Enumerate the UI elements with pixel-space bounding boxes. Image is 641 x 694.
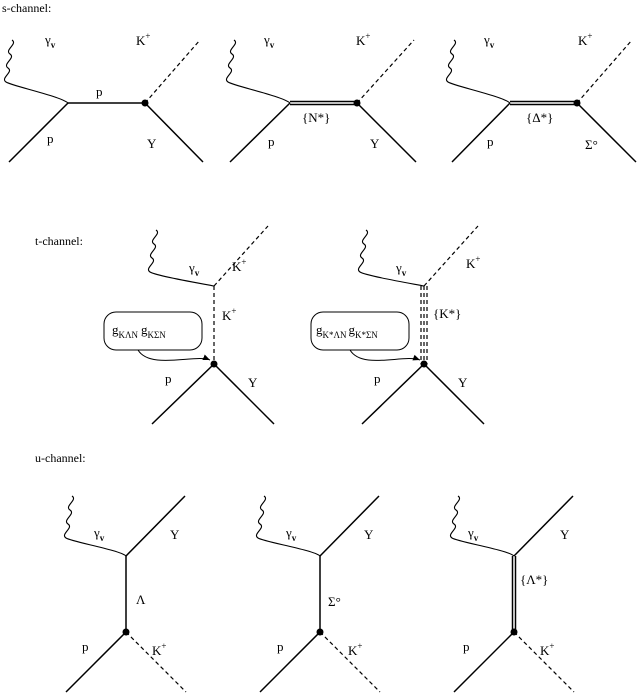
photon-line (226, 39, 291, 104)
kaon-line (319, 631, 381, 693)
coupling-box (310, 311, 410, 351)
proton-line (229, 102, 291, 163)
proton-label: p (47, 131, 54, 146)
photon-line (148, 229, 215, 287)
u-channel-diagram-1: γv Y Λ p K+ (64, 495, 187, 693)
proton-label: p (487, 134, 494, 149)
photon-line (446, 39, 511, 104)
kaon-label: K+ (232, 257, 246, 274)
vertex-dot (316, 628, 324, 636)
s-channel-label: s-channel: (2, 1, 51, 15)
proton-line (451, 102, 511, 163)
hyperon-line (144, 102, 204, 163)
proton-propagator-label: p (96, 84, 103, 99)
kaon-line (513, 631, 575, 693)
kaon-label: K+ (348, 641, 362, 658)
s-channel-diagram-3: γv K+ {Δ*} p Σ° (446, 31, 637, 163)
gamma-label: γv (263, 32, 275, 50)
proton-label: p (82, 639, 89, 654)
kaon-line-outgoing (213, 225, 269, 287)
hyperon-line (356, 102, 417, 163)
hyperon-label: Y (364, 527, 374, 542)
kaon-label: K+ (356, 31, 370, 48)
kaon-label: K+ (136, 31, 150, 48)
vertex-dot (122, 628, 130, 636)
proton-label: p (268, 134, 275, 149)
vertex-dot (510, 628, 518, 636)
proton-label: p (463, 639, 470, 654)
kaon-label: K+ (152, 641, 166, 658)
gamma-label: γv (285, 525, 297, 543)
u-channel-label: u-channel: (35, 451, 86, 465)
kaon-label: K+ (578, 31, 592, 48)
lambda-resonance-label: {Λ*} (520, 572, 548, 587)
hyperon-label: Y (248, 375, 258, 390)
proton-label: p (165, 371, 172, 386)
sigma-label: Σ° (328, 594, 341, 609)
kaon-label: K+ (466, 254, 480, 271)
proton-label: p (277, 639, 284, 654)
hyperon-label: Y (370, 136, 380, 151)
u-channel-diagram-3: γv Y {Λ*} p K+ (450, 495, 575, 693)
proton-label: p (374, 371, 381, 386)
hyperon-line (423, 363, 485, 425)
gamma-label: γv (93, 525, 105, 543)
t-channel-label: t-channel: (35, 234, 83, 248)
s-channel-diagram-2: γv K+ {N*} p Y (226, 31, 417, 163)
gamma-label: γv (44, 32, 56, 50)
photon-line (256, 495, 321, 557)
hyperon-line (125, 495, 186, 557)
kaon-line (576, 39, 633, 104)
kaon-line (125, 631, 187, 693)
proton-line (453, 631, 515, 693)
photon-line (358, 229, 425, 287)
kaon-label: K+ (540, 641, 554, 658)
photon-line (64, 495, 127, 557)
s-channel-diagram-1: γv K+ p p Y (4, 31, 204, 163)
coupling-arrow (137, 349, 211, 361)
vertex-dot (210, 360, 218, 368)
vertex-dot (573, 99, 581, 107)
lambda-label: Λ (136, 592, 146, 607)
gamma-label: γv (483, 32, 495, 50)
coupling-arrow (349, 349, 421, 361)
exchanged-kaon-label: K+ (222, 306, 236, 323)
hyperon-line (319, 495, 380, 557)
sigma-label: Σ° (585, 137, 598, 152)
gamma-label: γv (467, 525, 479, 543)
hyperon-label: Y (170, 527, 180, 542)
hyperon-label: Y (147, 136, 157, 151)
proton-line (361, 363, 425, 425)
hyperon-line (576, 102, 637, 163)
coupling-box (103, 311, 203, 351)
hyperon-line (213, 363, 275, 425)
hyperon-label: Y (458, 375, 468, 390)
gamma-label: γv (395, 260, 407, 278)
photon-line (4, 39, 69, 104)
proton-line (151, 363, 215, 425)
nucleon-resonance-label: {N*} (302, 110, 330, 125)
hyperon-line (513, 495, 574, 557)
proton-line (65, 631, 127, 693)
kaon-line (144, 39, 201, 104)
kaon-line (356, 39, 415, 104)
vertex-dot (353, 99, 361, 107)
gamma-label: γv (188, 260, 200, 278)
photon-line (450, 495, 515, 557)
u-channel-diagram-2: γv Y Σ° p K+ (256, 495, 381, 693)
kstar-label: {K*} (433, 306, 461, 321)
proton-line (8, 102, 69, 163)
hyperon-label: Y (560, 527, 570, 542)
proton-line (259, 631, 321, 693)
vertex-dot (420, 360, 428, 368)
delta-resonance-label: {Δ*} (526, 110, 553, 125)
vertex-dot (141, 99, 149, 107)
